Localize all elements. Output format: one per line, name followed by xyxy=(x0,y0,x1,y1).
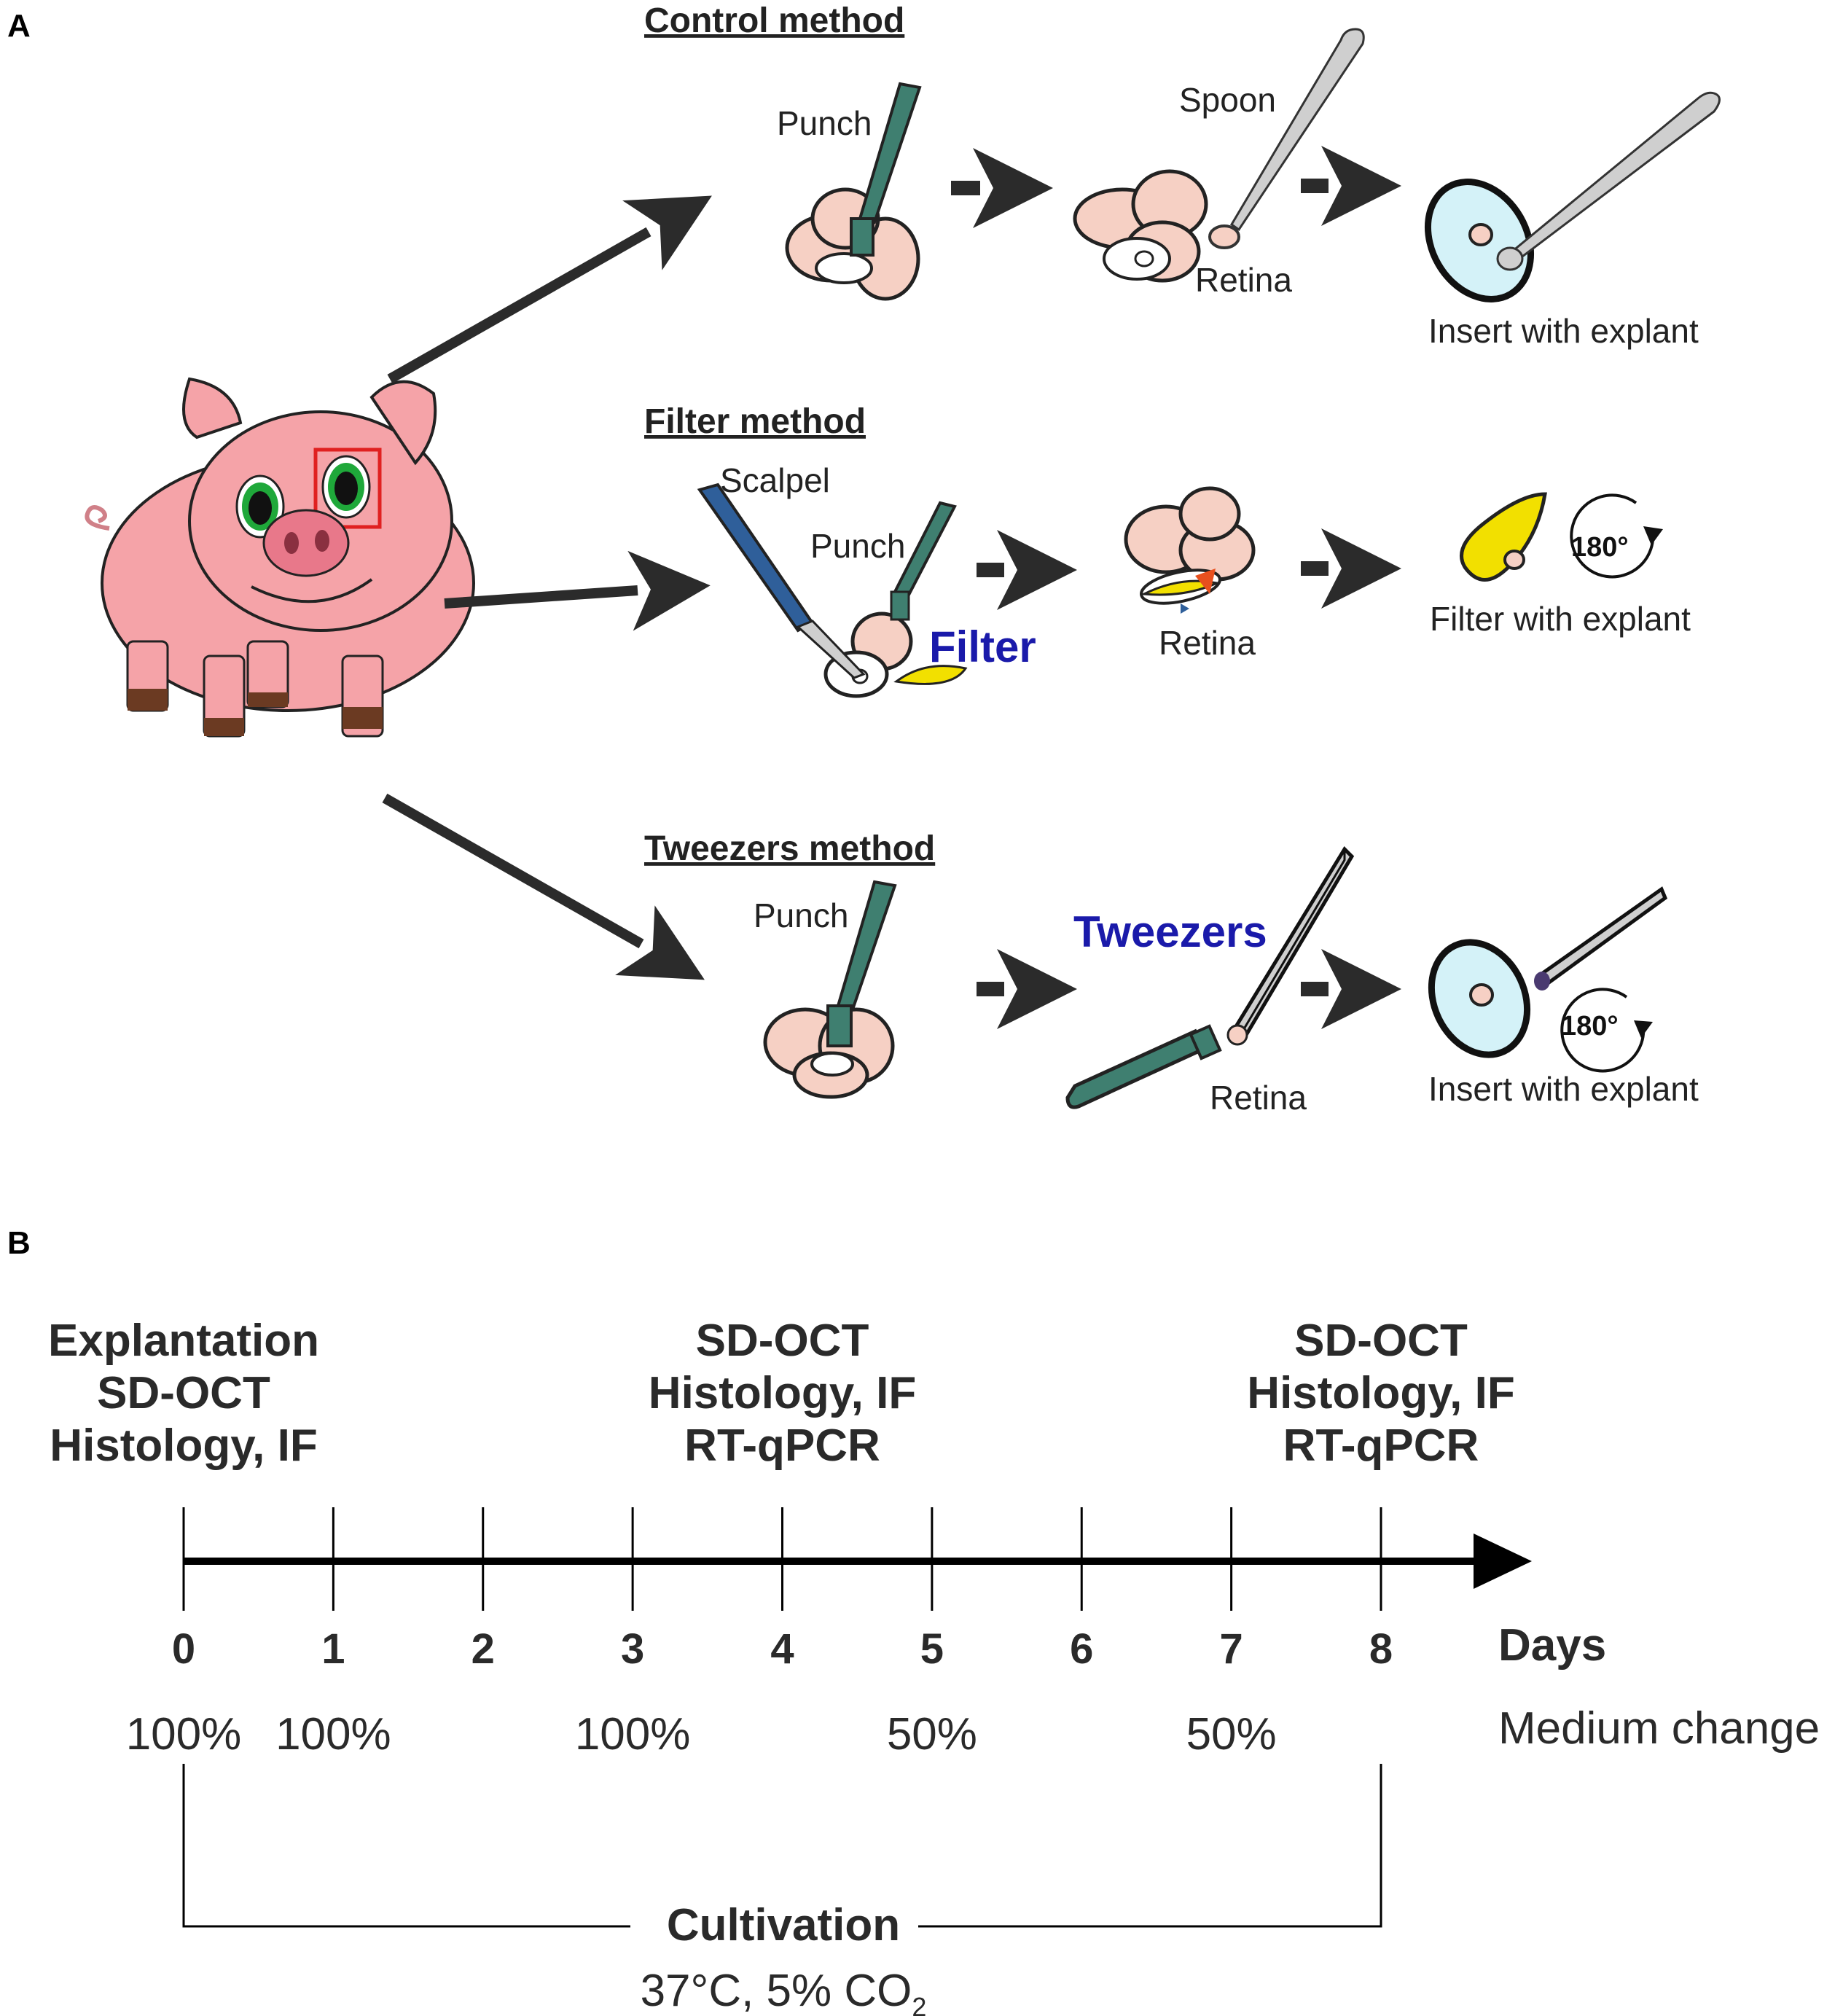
medium-change-value: 100% xyxy=(275,1709,391,1759)
filter-punch-label: Punch xyxy=(810,527,905,565)
tweezers-result-label: Insert with explant xyxy=(1428,1070,1699,1108)
tweezers-method-title: Tweezers method xyxy=(644,829,935,868)
day-tick-label: 0 xyxy=(172,1625,195,1673)
event-label: SD-OCT xyxy=(696,1316,869,1366)
cultivation-conditions-subscript: 2 xyxy=(912,1992,926,2016)
tweezers-rotation-label: 180° xyxy=(1561,1011,1619,1042)
control-method-title: Control method xyxy=(644,1,904,40)
filter-rotate-icon: 180° xyxy=(1570,493,1663,579)
control-punch-label: Punch xyxy=(777,104,872,142)
event-label: Explantation xyxy=(48,1316,319,1366)
medium-change-value: 100% xyxy=(126,1709,242,1759)
filter-method-title: Filter method xyxy=(644,402,866,441)
tweezers-retina-label: Retina xyxy=(1210,1079,1307,1117)
cultivation-conditions: 37°C, 5% CO2 xyxy=(641,1966,927,2016)
control-insert-with-explant xyxy=(1424,91,1721,302)
panel-a-label: A xyxy=(7,8,31,44)
tweezers-retina-step xyxy=(1065,845,1355,1109)
arrow-to-filter xyxy=(444,550,711,631)
filter-rotation-label: 180° xyxy=(1571,532,1629,563)
day-tick-label: 2 xyxy=(471,1625,495,1673)
cultivation-label: Cultivation xyxy=(667,1900,900,1950)
control-retina-label: Retina xyxy=(1195,261,1292,299)
control-retina-step xyxy=(1073,28,1365,283)
cultivation-conditions-text: 37°C, 5% CO xyxy=(641,1966,912,2016)
medium-change-value: 100% xyxy=(575,1709,691,1759)
tweezers-punch-label: Punch xyxy=(754,896,848,934)
event-label: SD-OCT xyxy=(1294,1316,1468,1366)
medium-change-label: Medium change xyxy=(1498,1703,1820,1754)
medium-change-value: 50% xyxy=(887,1709,977,1759)
cultivation-bracket xyxy=(182,1764,1382,1928)
day-tick-label: 7 xyxy=(1219,1625,1243,1673)
timeline-arrowhead xyxy=(1474,1534,1532,1589)
panel-b-label: B xyxy=(7,1225,31,1261)
control-spoon-label: Spoon xyxy=(1179,81,1276,119)
day-tick-label: 4 xyxy=(770,1625,794,1673)
day-tick-labels: 0 1 2 3 4 5 6 7 8 xyxy=(172,1625,1393,1673)
medium-change-value: 50% xyxy=(1186,1709,1277,1759)
day-tick-label: 8 xyxy=(1369,1625,1393,1673)
event-label: Histology, IF xyxy=(50,1421,317,1471)
day-ticks xyxy=(182,1507,1382,1611)
tweezers-rotate-icon: 180° xyxy=(1560,988,1653,1073)
filter-result-label: Filter with explant xyxy=(1430,600,1691,638)
filter-filter-label: Filter xyxy=(929,622,1036,671)
control-result-label: Insert with explant xyxy=(1428,312,1699,350)
tweezers-insert-with-explant xyxy=(1428,886,1668,1058)
event-label: Histology, IF xyxy=(1247,1368,1514,1418)
event-label: SD-OCT xyxy=(97,1368,270,1418)
event-label: Histology, IF xyxy=(649,1368,916,1418)
day-tick-label: 5 xyxy=(920,1625,944,1673)
tweezers-punch-step xyxy=(763,880,897,1099)
event-label: RT-qPCR xyxy=(684,1421,880,1471)
tweezers-tweezers-label: Tweezers xyxy=(1073,907,1267,956)
control-punch-step xyxy=(785,82,922,301)
filter-with-explant xyxy=(1460,492,1547,582)
day-tick-label: 3 xyxy=(621,1625,644,1673)
event-label: RT-qPCR xyxy=(1283,1421,1479,1471)
pig-illustration xyxy=(85,377,475,738)
days-axis-label: Days xyxy=(1498,1620,1606,1671)
arrow-to-control xyxy=(387,195,712,384)
filter-retina-step xyxy=(1124,486,1256,614)
arrow-to-tweezers xyxy=(382,793,705,980)
filter-scalpel-label: Scalpel xyxy=(720,461,830,499)
day-tick-label: 1 xyxy=(321,1625,345,1673)
day-tick-label: 6 xyxy=(1070,1625,1093,1673)
filter-retina-label: Retina xyxy=(1159,624,1256,662)
medium-change-values: 100% 100% 100% 50% 50% xyxy=(126,1709,1277,1759)
filter-cutting-step xyxy=(697,482,968,698)
